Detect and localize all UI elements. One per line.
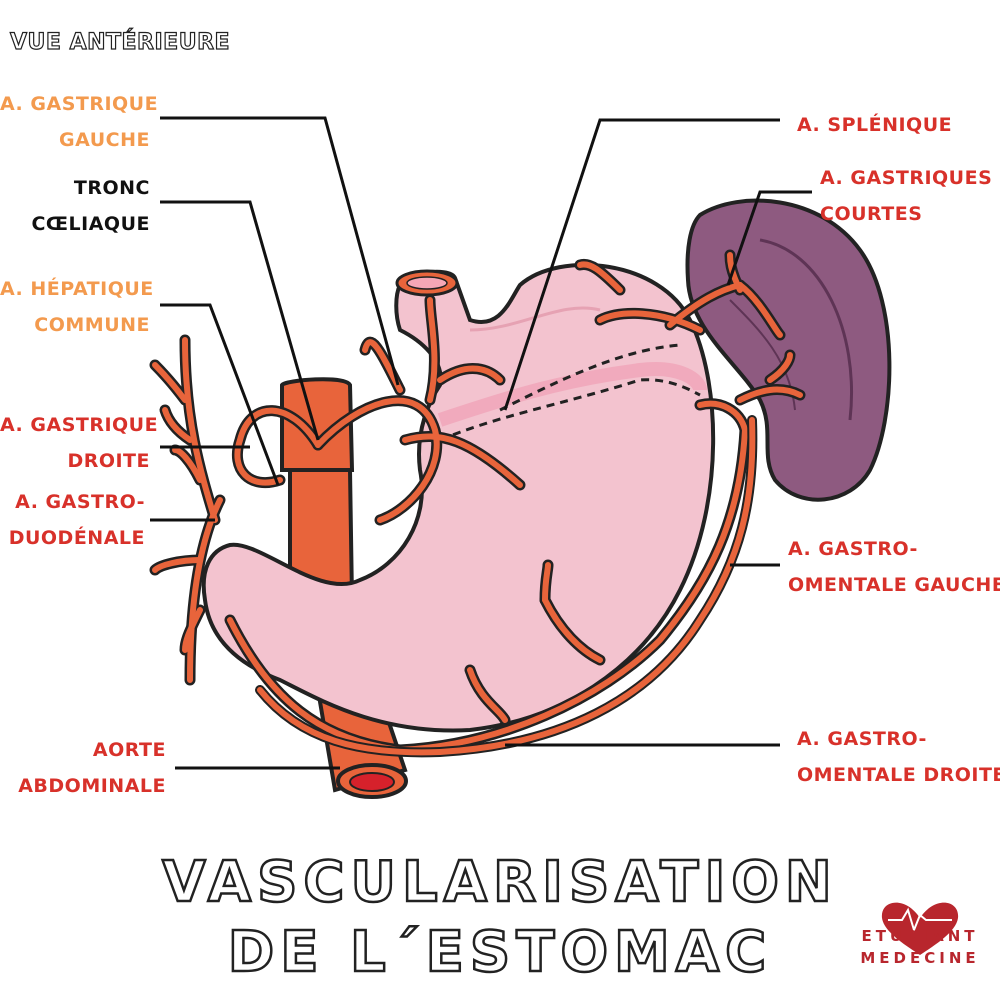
leader-splenique [503,118,780,411]
arteries [149,249,806,758]
label-gastro-omentale-droite: A. GASTRO-OMENTALE DROITE [797,728,1000,786]
label-gastro-omentale-gauche: A. GASTRO-OMENTALE GAUCHE [788,538,1000,596]
heart-logo-icon [881,902,959,955]
brand-line-2: MEDECINE [860,949,980,967]
view-label: VUE ANTÉRIEURE [9,29,231,55]
leader-hepatique-commune [160,303,280,486]
title-line-1: VASCULARISATION [161,849,838,917]
brand-logo: ETUDIANT MEDECINE [845,925,995,969]
title-line-2: DE L´ESTOMAC [227,919,773,987]
leader-gastriques-courtes [726,190,812,286]
leader-lines [150,116,812,770]
stomach [201,262,716,733]
leader-gastrique-gauche [160,116,400,386]
label-gastro-duodenale: A. GASTRO-DUODÉNALE [8,491,145,549]
leader-tronc-coeliaque [160,200,320,441]
brand-line-1: ETUDIANT [861,927,979,945]
label-splenique: A. SPLÉNIQUE [797,114,953,136]
